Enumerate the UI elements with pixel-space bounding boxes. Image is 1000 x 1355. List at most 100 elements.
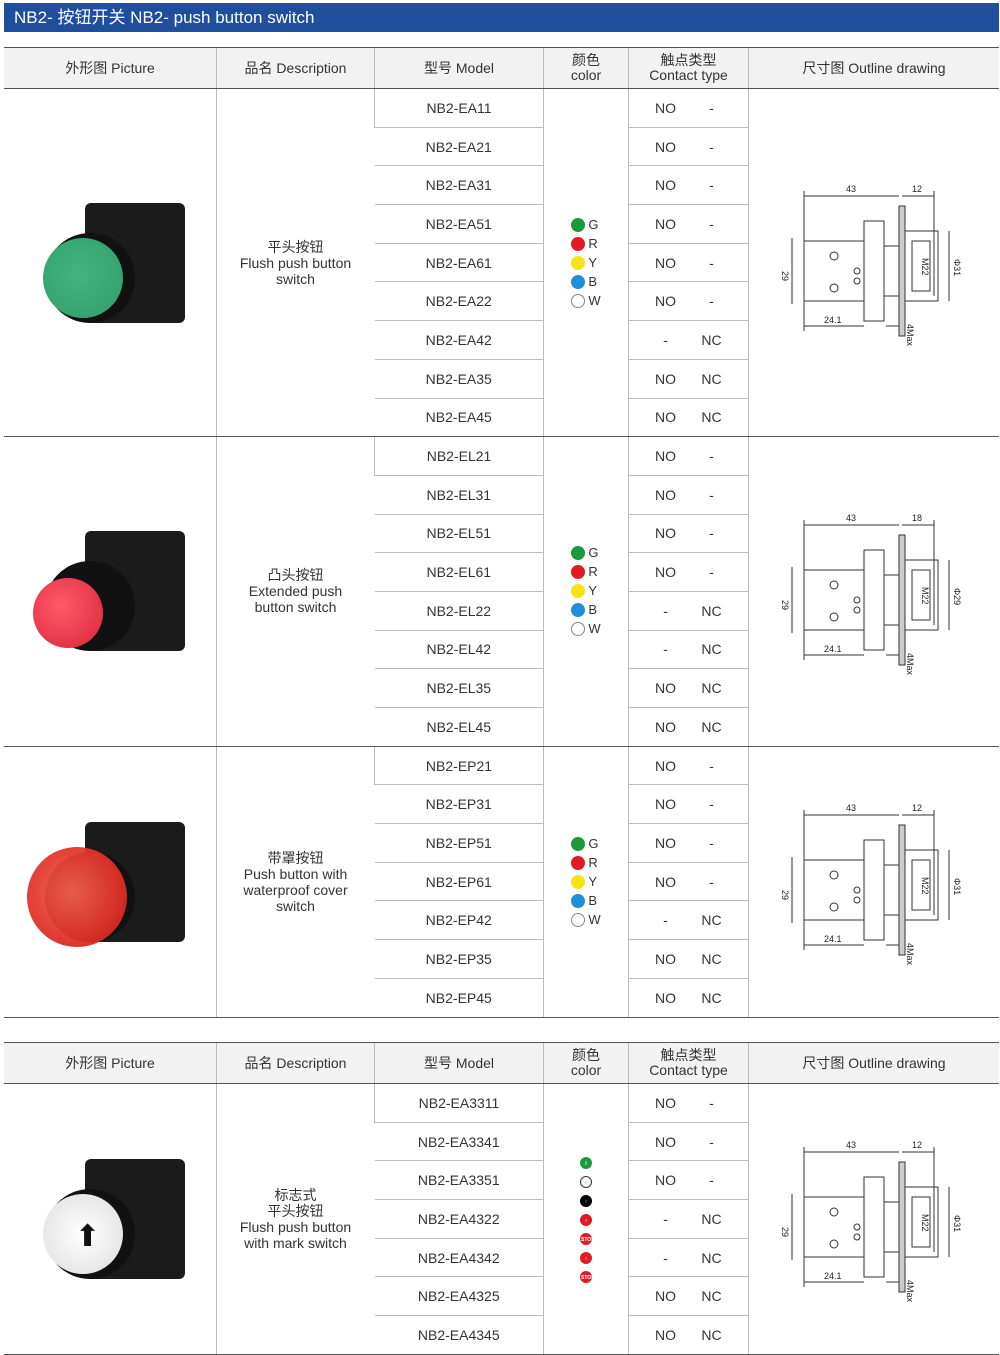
contact-cell: NO- [628,1083,749,1123]
header-description: 品名 Description [216,1042,375,1084]
dim-panel-max: 4Max [905,943,915,965]
color-dot-icon [571,836,586,851]
contact-cell: NO- [628,243,749,283]
contact-cell: NO- [628,862,749,902]
contact-nc: NC [701,409,722,426]
description-line: Push button with [243,865,348,882]
contact-no: NO [655,525,676,542]
model-cell: NB2-EP51 [374,823,544,863]
model-cell: NB2-EA3341 [374,1122,544,1162]
dim-length: 43 [846,1140,856,1150]
color-option: W [571,292,601,309]
description-line: button switch [254,599,337,616]
picture-cell [4,746,217,1018]
dim-base: 24.1 [824,315,842,325]
description-line: 标志式 [274,1186,317,1203]
color-option: B [571,602,597,618]
description-line: Flush push button [239,1218,352,1235]
contact-no: NO [655,564,676,581]
description-line: switch [276,897,315,914]
contact-cell: -NC [628,591,749,631]
color-dot-icon [571,236,586,251]
color-label: W [588,292,601,308]
contact-cell: NO- [628,1122,749,1162]
color-option: G [571,217,598,233]
dim-length: 43 [846,803,856,813]
color-label: Y [588,583,598,599]
dim-panel-max: 4Max [905,653,915,675]
color-option: Y [571,874,597,890]
contact-no: NO [655,989,676,1006]
header-contact-cn: 触点类型 [660,1047,717,1063]
dim-height: 29 [780,1227,790,1237]
contact-nc: - [709,757,714,774]
contact-nc: NC [701,602,722,619]
dim-thread: M22 [920,258,930,276]
contact-no: NO [655,950,676,967]
contact-nc: - [709,215,714,232]
outline-drawing: 43 12 29 Φ31 M22 24.1 4Max [780,803,962,966]
contact-cell: -NC [628,630,749,670]
contact-cell: -NC [628,1199,749,1239]
color-label: Y [588,873,598,889]
contact-no: NO [655,1326,676,1343]
contact-no: NO [655,177,676,194]
model-cell: NB2-EL51 [374,514,544,554]
model-cell: NB2-EA35 [374,359,544,399]
contact-no: - [663,1210,668,1227]
contact-cell: NO- [628,127,749,167]
contact-no: NO [655,99,676,116]
table-row: NB2-EA4342-NC [4,1238,999,1278]
contact-no: NO [655,486,676,503]
color-label: R [588,564,598,580]
contact-cell: NO- [628,165,749,206]
model-cell: NB2-EP42 [374,900,544,941]
product-photo [25,516,195,666]
dim-height: 29 [780,890,790,900]
contact-no: NO [655,1094,676,1111]
color-label: Y [588,254,598,270]
picture-cell [4,436,217,747]
color-option: Y [571,255,597,271]
button-symbol-icon: ○ [580,1214,592,1227]
drawing-cell: 43 12 29 Φ31 M22 24.1 4Max [748,88,999,438]
model-cell: NB2-EP61 [374,862,544,902]
model-cell: NB2-EA21 [374,127,544,167]
color-option: G [571,836,598,852]
contact-nc: NC [701,718,722,735]
model-cell: NB2-EA3311 [374,1083,544,1123]
color-label: R [588,854,598,870]
contact-cell: NO- [628,514,749,554]
contact-nc: NC [701,1326,722,1343]
header-color-en: color [570,67,602,83]
contact-no: NO [655,1172,676,1189]
header-contact-cn: 触点类型 [660,52,717,68]
contact-no: NO [655,796,676,813]
color-option: B [571,893,597,909]
contact-cell: NO- [628,1160,749,1201]
contact-no: NO [655,1133,676,1150]
button-symbol-icon: I [580,1157,592,1170]
color-label: R [588,235,598,251]
outline-drawing: 43 18 29 Φ29 M22 24.1 4Max [780,513,962,676]
contact-nc: NC [701,370,722,387]
table-row: NB2-EA21 NO- [4,127,999,167]
contact-nc: - [709,293,714,310]
color-label: B [588,602,598,618]
